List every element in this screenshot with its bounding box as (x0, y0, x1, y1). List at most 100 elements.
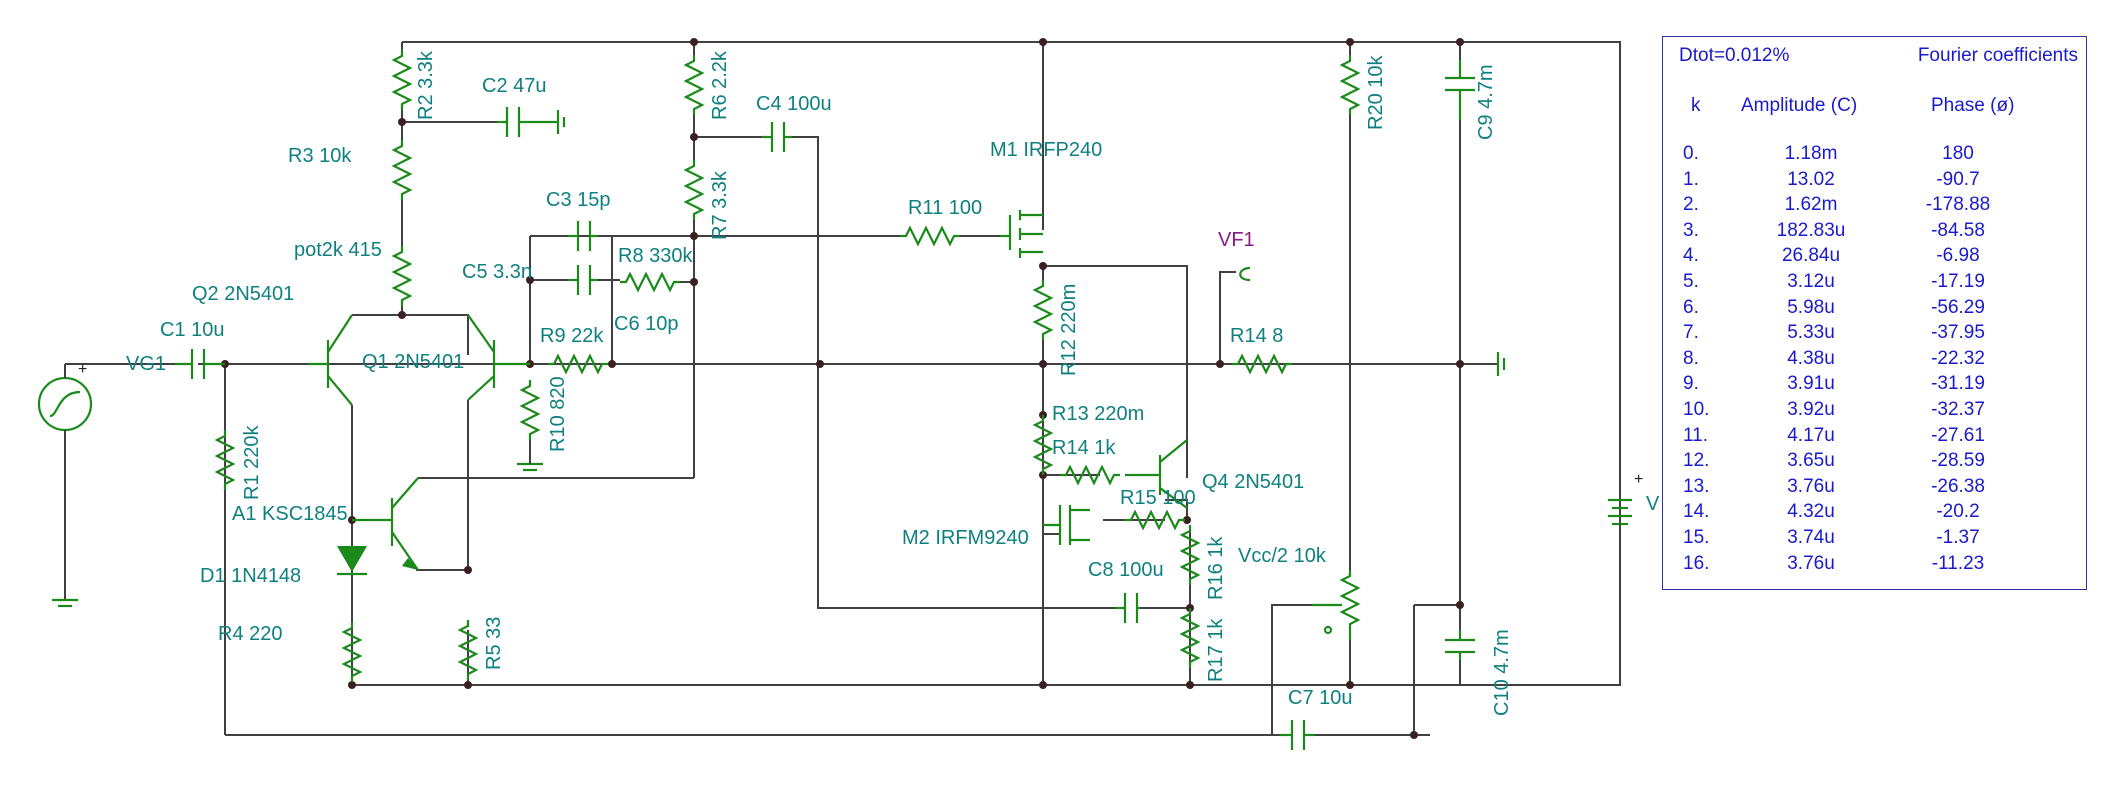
label-vcc2: Vcc/2 10k (1238, 545, 1327, 567)
label-r9: R9 22k (540, 325, 604, 347)
amplitude-value: 4.17u (1787, 424, 1835, 446)
amplitude-value: 3.12u (1787, 271, 1835, 292)
amplitude-value: 3.76u (1787, 475, 1835, 497)
label-c7: C7 10u (1288, 687, 1353, 709)
battery-v (1608, 498, 1632, 685)
harmonic-index: 2. (1683, 194, 1699, 216)
amplitude-value: 3.74u (1787, 527, 1835, 548)
label-r5: R5 33 (483, 617, 505, 670)
table-row: 2. 1.62m -178.88 (1663, 194, 2086, 219)
label-r6: R6 2.2k (709, 50, 731, 120)
label-plus-source: + (78, 361, 87, 378)
label-r17: R17 1k (1205, 618, 1227, 682)
label-c10: C10 4.7m (1491, 629, 1513, 716)
harmonic-index: 0. (1683, 143, 1699, 164)
label-c6: C6 10p (614, 313, 679, 335)
amplitude-value: 4.32u (1787, 501, 1835, 523)
harmonic-index: 5. (1683, 271, 1699, 292)
harmonic-index: 10. (1683, 399, 1710, 420)
label-r1: R1 220k (241, 425, 263, 500)
table-row: 12.3.65u-28.59 (1663, 450, 2086, 475)
label-c4: C4 100u (756, 93, 832, 115)
amplitude-value: 4.38u (1787, 347, 1835, 369)
label-q4: Q4 2N5401 (1202, 471, 1304, 493)
label-plus-battery: + (1634, 471, 1643, 488)
label-r20: R20 10k (1365, 55, 1387, 130)
label-r12: R12 220m (1058, 284, 1080, 376)
label-d1: D1 1N4148 (200, 565, 301, 587)
potentiometer-vcc2 (1312, 570, 1361, 640)
table-row: 1. 13.02 -90.7 (1663, 169, 2086, 194)
amplitude-value: 26.84u (1781, 245, 1841, 267)
junction-dots (221, 38, 1464, 739)
label-vg1: VG1 (126, 353, 166, 375)
amplitude-value: 3.65u (1787, 450, 1835, 472)
amplitude-value: 5.98u (1787, 296, 1835, 318)
phase-value: -84.58 (1931, 219, 1985, 241)
label-r2: R2 3.3k (415, 50, 437, 120)
label-r13: R13 220m (1052, 403, 1144, 425)
harmonic-index: 15. (1683, 527, 1710, 548)
label-a1: A1 KSC1845 (232, 503, 348, 525)
diode-d1 (337, 546, 367, 576)
wires (198, 41, 1621, 736)
amplitude-value: 1.18m (1784, 143, 1838, 164)
amplitude-value: 13.02 (1787, 168, 1835, 190)
label-r15: R15 100 (1120, 487, 1196, 509)
harmonic-index: 12. (1683, 450, 1710, 472)
phase-value: -31.19 (1931, 373, 1985, 395)
label-pot: pot2k 415 (294, 239, 382, 261)
label-c3: C3 15p (546, 189, 611, 211)
harmonic-index: 3. (1683, 219, 1699, 241)
phase-value: -90.7 (1936, 168, 1980, 190)
amplitude-value: 182.83u (1776, 219, 1846, 241)
label-c5: C5 3.3n (462, 261, 532, 283)
label-r3: R3 10k (288, 145, 352, 167)
phase-value: -56.29 (1931, 296, 1985, 318)
label-c2: C2 47u (482, 75, 547, 97)
table-row: 11. 4.17u -27.61 (1663, 425, 2086, 450)
table-row: 14.4.32u-20.2 (1663, 501, 2086, 526)
table-row: 3. 182.83u -84.58 (1663, 220, 2086, 245)
table-row: 0. 1.18m 180 (1663, 143, 2086, 168)
label-c8: C8 100u (1088, 559, 1164, 581)
label-r16: R16 1k (1205, 536, 1227, 600)
harmonic-index: 16. (1683, 552, 1710, 574)
table-row: 8.4.38u-22.32 (1663, 348, 2086, 373)
amplitude-value: 1.62m (1784, 194, 1838, 216)
table-row: 4.26.84u-6.98 (1663, 245, 2086, 270)
dtot-readout: Dtot=0.012% (1679, 45, 1790, 66)
harmonic-index: 14. (1683, 501, 1710, 523)
label-r7: R7 3.3k (709, 170, 731, 240)
capacitors (175, 60, 1506, 750)
label-q2: Q2 2N5401 (192, 283, 294, 305)
harmonic-index: 11. (1683, 424, 1709, 446)
grounds (515, 440, 545, 472)
column-header-phase: Phase (ø) (1931, 95, 2015, 116)
phase-value: -32.37 (1931, 399, 1985, 420)
label-r4: R4 220 (218, 623, 283, 645)
label-c9: C9 4.7m (1475, 64, 1497, 140)
label-v: V (1646, 493, 1660, 515)
table-row: 13.3.76u-26.38 (1663, 476, 2086, 501)
phase-value: 180 (1942, 143, 1974, 164)
phase-value: -178.88 (1925, 194, 1991, 216)
label-r14a: R14 1k (1052, 437, 1116, 459)
label-r8: R8 330k (618, 245, 693, 267)
label-m2: M2 IRFM9240 (902, 527, 1029, 549)
phase-value: -11.23 (1931, 552, 1985, 574)
column-header-k: k (1691, 95, 1701, 116)
label-r11: R11 100 (908, 197, 982, 219)
label-r14b: R14 8 (1230, 325, 1283, 347)
column-header-amplitude: Amplitude (C) (1741, 95, 1858, 116)
table-row: 7.5.33u-37.95 (1663, 322, 2086, 347)
harmonic-index: 1. (1683, 168, 1699, 190)
phase-value: -22.32 (1931, 347, 1985, 369)
vf1-probe (1239, 266, 1251, 282)
harmonic-index: 9. (1683, 373, 1699, 395)
fourier-coefficients-panel: Dtot=0.012% Fourier coefficients k Ampli… (1662, 36, 2087, 590)
voltage-source-vg1 (37, 363, 175, 608)
label-m1: M1 IRFP240 (990, 139, 1102, 161)
phase-value: -27.61 (1931, 424, 1985, 446)
